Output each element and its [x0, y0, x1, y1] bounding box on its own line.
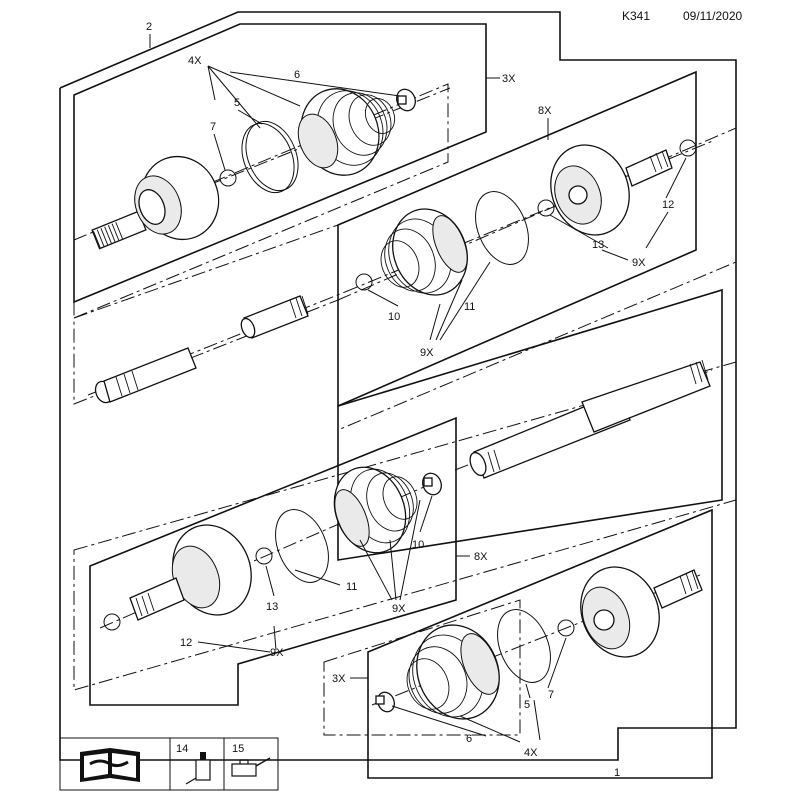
boot-top: [297, 88, 396, 176]
drive-shaft-lower: [469, 359, 711, 479]
callout-6-bottom: 6: [466, 733, 472, 745]
inner-cv-joint-lower: [129, 524, 252, 621]
callout-9x-upper-right: 9X: [632, 257, 646, 269]
dashdot-group-middle: [73, 361, 737, 691]
callout-2: 2: [146, 21, 152, 33]
leader-lines: [149, 34, 687, 760]
group-outline-2: [59, 11, 737, 761]
callout-9x-lower-left: 9X: [270, 647, 284, 659]
inner-cv-joint-upper: [550, 144, 673, 236]
callout-5-top: 5: [234, 97, 240, 109]
legend-item-15: 15: [232, 743, 244, 755]
small-clamp-10-lower: [422, 472, 442, 496]
circlip-13-lower: [255, 547, 273, 565]
callout-12-upper: 12: [662, 199, 674, 211]
callout-9x-upper-mid: 9X: [420, 347, 434, 359]
clamp-5-bottom: [497, 609, 551, 683]
callout-4x-top: 4X: [188, 55, 202, 67]
boot-bottom: [406, 624, 500, 720]
boot-lower: [333, 466, 418, 554]
circlip-7-bottom: [557, 619, 575, 637]
callout-12-lower: 12: [180, 637, 192, 649]
callout-3x-bottom: 3X: [332, 673, 346, 685]
callout-11-upper: 11: [464, 301, 475, 313]
callout-13-upper: 13: [592, 239, 604, 251]
clamp-5-top-inner: [245, 120, 299, 192]
outer-cv-joint-bottom: [580, 566, 703, 658]
diagram-code: K341: [622, 9, 651, 23]
circlip-12-lower: [103, 613, 121, 631]
outer-cv-joint-top: [91, 155, 220, 250]
legend-box: [59, 737, 279, 791]
callout-11-lower: 11: [346, 581, 357, 593]
small-clamp-6-bottom: [375, 691, 395, 713]
small-clamp-6-top: [396, 88, 416, 112]
callout-10-lower: 10: [412, 539, 424, 551]
drive-shaft-upper: [94, 295, 309, 404]
oil-can-icon: [231, 757, 271, 777]
grease-tube-icon: [185, 752, 211, 785]
callout-8x-lower: 8X: [474, 551, 488, 563]
callout-10-upper: 10: [388, 311, 400, 323]
circlip-7-top: [219, 169, 237, 187]
callout-1: 1: [614, 767, 620, 779]
clamp-11-upper: [475, 191, 529, 265]
callout-13-lower: 13: [266, 601, 278, 613]
callout-3x-top: 3X: [502, 73, 516, 85]
clamp-11-lower: [275, 509, 329, 583]
callout-7-top: 7: [210, 121, 216, 133]
callout-6-top: 6: [294, 69, 300, 81]
group-outline-9x-lower: [89, 416, 457, 706]
group-outline-3x-bottom: [367, 508, 713, 779]
callout-9x-lower-mid: 9X: [392, 603, 406, 615]
small-clamp-10-upper: [355, 273, 373, 291]
legend-item-14: 14: [176, 743, 188, 755]
dashdot-group-bottom: [323, 599, 521, 736]
callout-8x-upper: 8X: [538, 105, 552, 117]
manual-icon: [80, 748, 140, 782]
callout-5-bottom: 5: [524, 699, 530, 711]
dashdot-group-shaft-upper: [73, 83, 449, 319]
diagram-date: 09/11/2020: [683, 9, 743, 23]
circlip-12-upper: [679, 139, 697, 157]
callout-4x-bottom: 4X: [524, 747, 538, 759]
boot-upper: [380, 208, 468, 296]
callout-7-bottom: 7: [548, 689, 554, 701]
group-outline-8x-upper: [337, 70, 697, 408]
circlip-13-upper: [537, 199, 555, 217]
